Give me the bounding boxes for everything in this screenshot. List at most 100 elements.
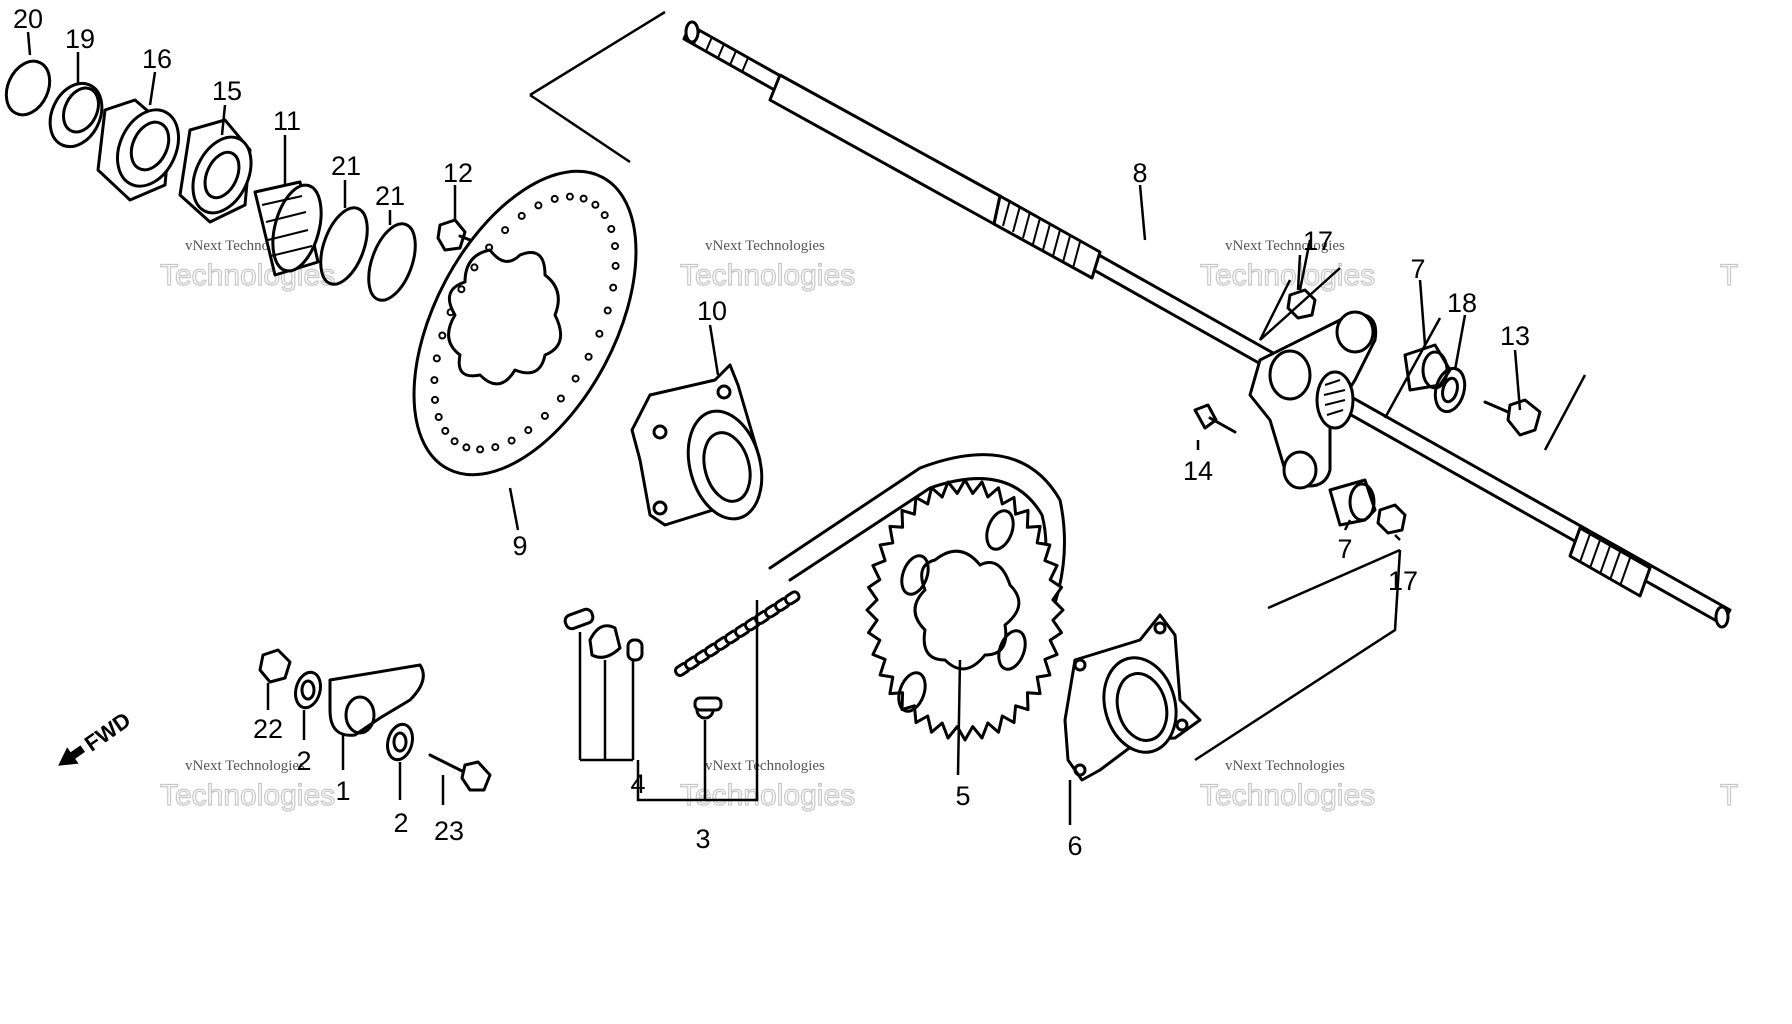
label-1: 1	[335, 776, 350, 806]
disc-hole	[432, 354, 441, 363]
label-22: 22	[253, 714, 283, 744]
washer-2b	[386, 722, 414, 762]
disc-hole	[491, 443, 500, 452]
label-17b: 17	[1388, 566, 1418, 596]
disc-hole	[579, 194, 588, 203]
disc-hole	[441, 426, 450, 435]
label-15: 15	[212, 76, 242, 106]
watermark-text: Technologies	[1200, 779, 1375, 812]
bolt-13	[1483, 398, 1542, 437]
label-6: 6	[1067, 831, 1082, 861]
disc-hole	[524, 426, 533, 435]
fwd-arrow-icon: FWD	[58, 707, 135, 766]
disc-hole	[470, 263, 479, 272]
label-21b: 21	[375, 181, 405, 211]
label-3: 3	[695, 824, 710, 854]
label-14: 14	[1183, 456, 1213, 486]
adjuster-1	[328, 663, 425, 737]
disc-hole	[507, 436, 516, 445]
master-link-4	[563, 607, 723, 720]
label-7b: 7	[1337, 534, 1352, 564]
label-4: 4	[630, 769, 645, 799]
label-11: 11	[273, 106, 301, 136]
disc-hole	[462, 443, 471, 452]
bearing-19	[48, 81, 104, 149]
collar-11	[253, 180, 323, 277]
bolt-23	[428, 753, 492, 792]
watermark-text: T	[1720, 259, 1738, 292]
sprocket-5	[865, 478, 1065, 742]
watermark-text: Technologies	[680, 779, 855, 812]
label-10: 10	[697, 296, 727, 326]
disc-hole	[595, 329, 604, 338]
watermark-text: vNext Technologies	[1225, 238, 1345, 254]
disc-hole	[434, 413, 443, 421]
watermark-text: vNext Technologies	[705, 238, 825, 254]
fwd-label: FWD	[80, 707, 135, 756]
chain-link	[783, 590, 801, 606]
o-ring-21b	[367, 222, 417, 302]
sprocket-hub-6	[1063, 613, 1202, 782]
disc-hole	[485, 243, 494, 252]
brake-hub-10	[630, 363, 764, 527]
bearing-holder	[1248, 310, 1378, 490]
disc-hole	[450, 437, 459, 446]
disc-hole	[607, 225, 616, 233]
lock-nut-16	[96, 98, 180, 202]
disc-hole	[446, 308, 455, 317]
nut-22	[258, 648, 292, 684]
disc-hole	[584, 352, 593, 361]
disc-hole	[609, 283, 618, 292]
disc-hole	[540, 411, 549, 420]
watermark-text: vNext Technologies	[705, 758, 825, 774]
collar-7b	[1328, 478, 1377, 527]
disc-hole	[556, 394, 565, 403]
watermark-text: T	[1720, 779, 1738, 812]
label-2b: 2	[393, 808, 408, 838]
disc-hole	[476, 445, 485, 454]
watermark-text: vNext Technologies	[185, 758, 305, 774]
lock-nut-15	[178, 118, 253, 224]
label-19: 19	[65, 24, 95, 54]
disc-hole	[501, 226, 510, 235]
label-17a: 17	[1303, 226, 1333, 256]
disc-hole	[565, 192, 574, 201]
watermark-text: Technologies	[160, 779, 335, 812]
watermark-text: vNext Technologies	[1225, 758, 1345, 774]
disc-hole	[603, 306, 612, 315]
part-labels: 20 19 16 15 11 21 21 12 9 10 8 17 7 18 1…	[13, 4, 1530, 861]
disc-hole	[550, 194, 559, 203]
rear-axle-shaft	[682, 20, 1732, 629]
label-12: 12	[443, 158, 473, 188]
disc-hole	[571, 374, 580, 383]
bolt-14	[1193, 403, 1237, 434]
washer-2a	[294, 670, 322, 710]
disc-hole	[600, 211, 609, 220]
label-21a: 21	[331, 151, 361, 181]
label-23: 23	[434, 816, 464, 846]
disc-hole	[438, 331, 447, 340]
label-20: 20	[13, 4, 43, 34]
o-ring-21a	[319, 206, 369, 286]
label-13: 13	[1500, 321, 1530, 351]
disc-hole	[611, 242, 619, 251]
disc-hole	[431, 395, 439, 404]
label-18: 18	[1447, 288, 1477, 318]
leader-lines	[26, 31, 1522, 825]
snap-ring-20	[4, 59, 52, 117]
label-9: 9	[512, 531, 527, 561]
disc-hole	[430, 376, 439, 385]
watermark-text: Technologies	[680, 259, 855, 292]
nut-17b	[1376, 503, 1407, 535]
disc-hole	[457, 285, 466, 294]
label-16: 16	[142, 44, 172, 74]
label-7a: 7	[1410, 254, 1425, 284]
disc-hole	[591, 200, 600, 209]
brake-disc-9	[412, 169, 638, 477]
label-5: 5	[955, 781, 970, 811]
disc-hole	[534, 201, 543, 210]
disc-hole	[517, 211, 526, 220]
label-8: 8	[1132, 158, 1147, 188]
label-2a: 2	[296, 746, 311, 776]
